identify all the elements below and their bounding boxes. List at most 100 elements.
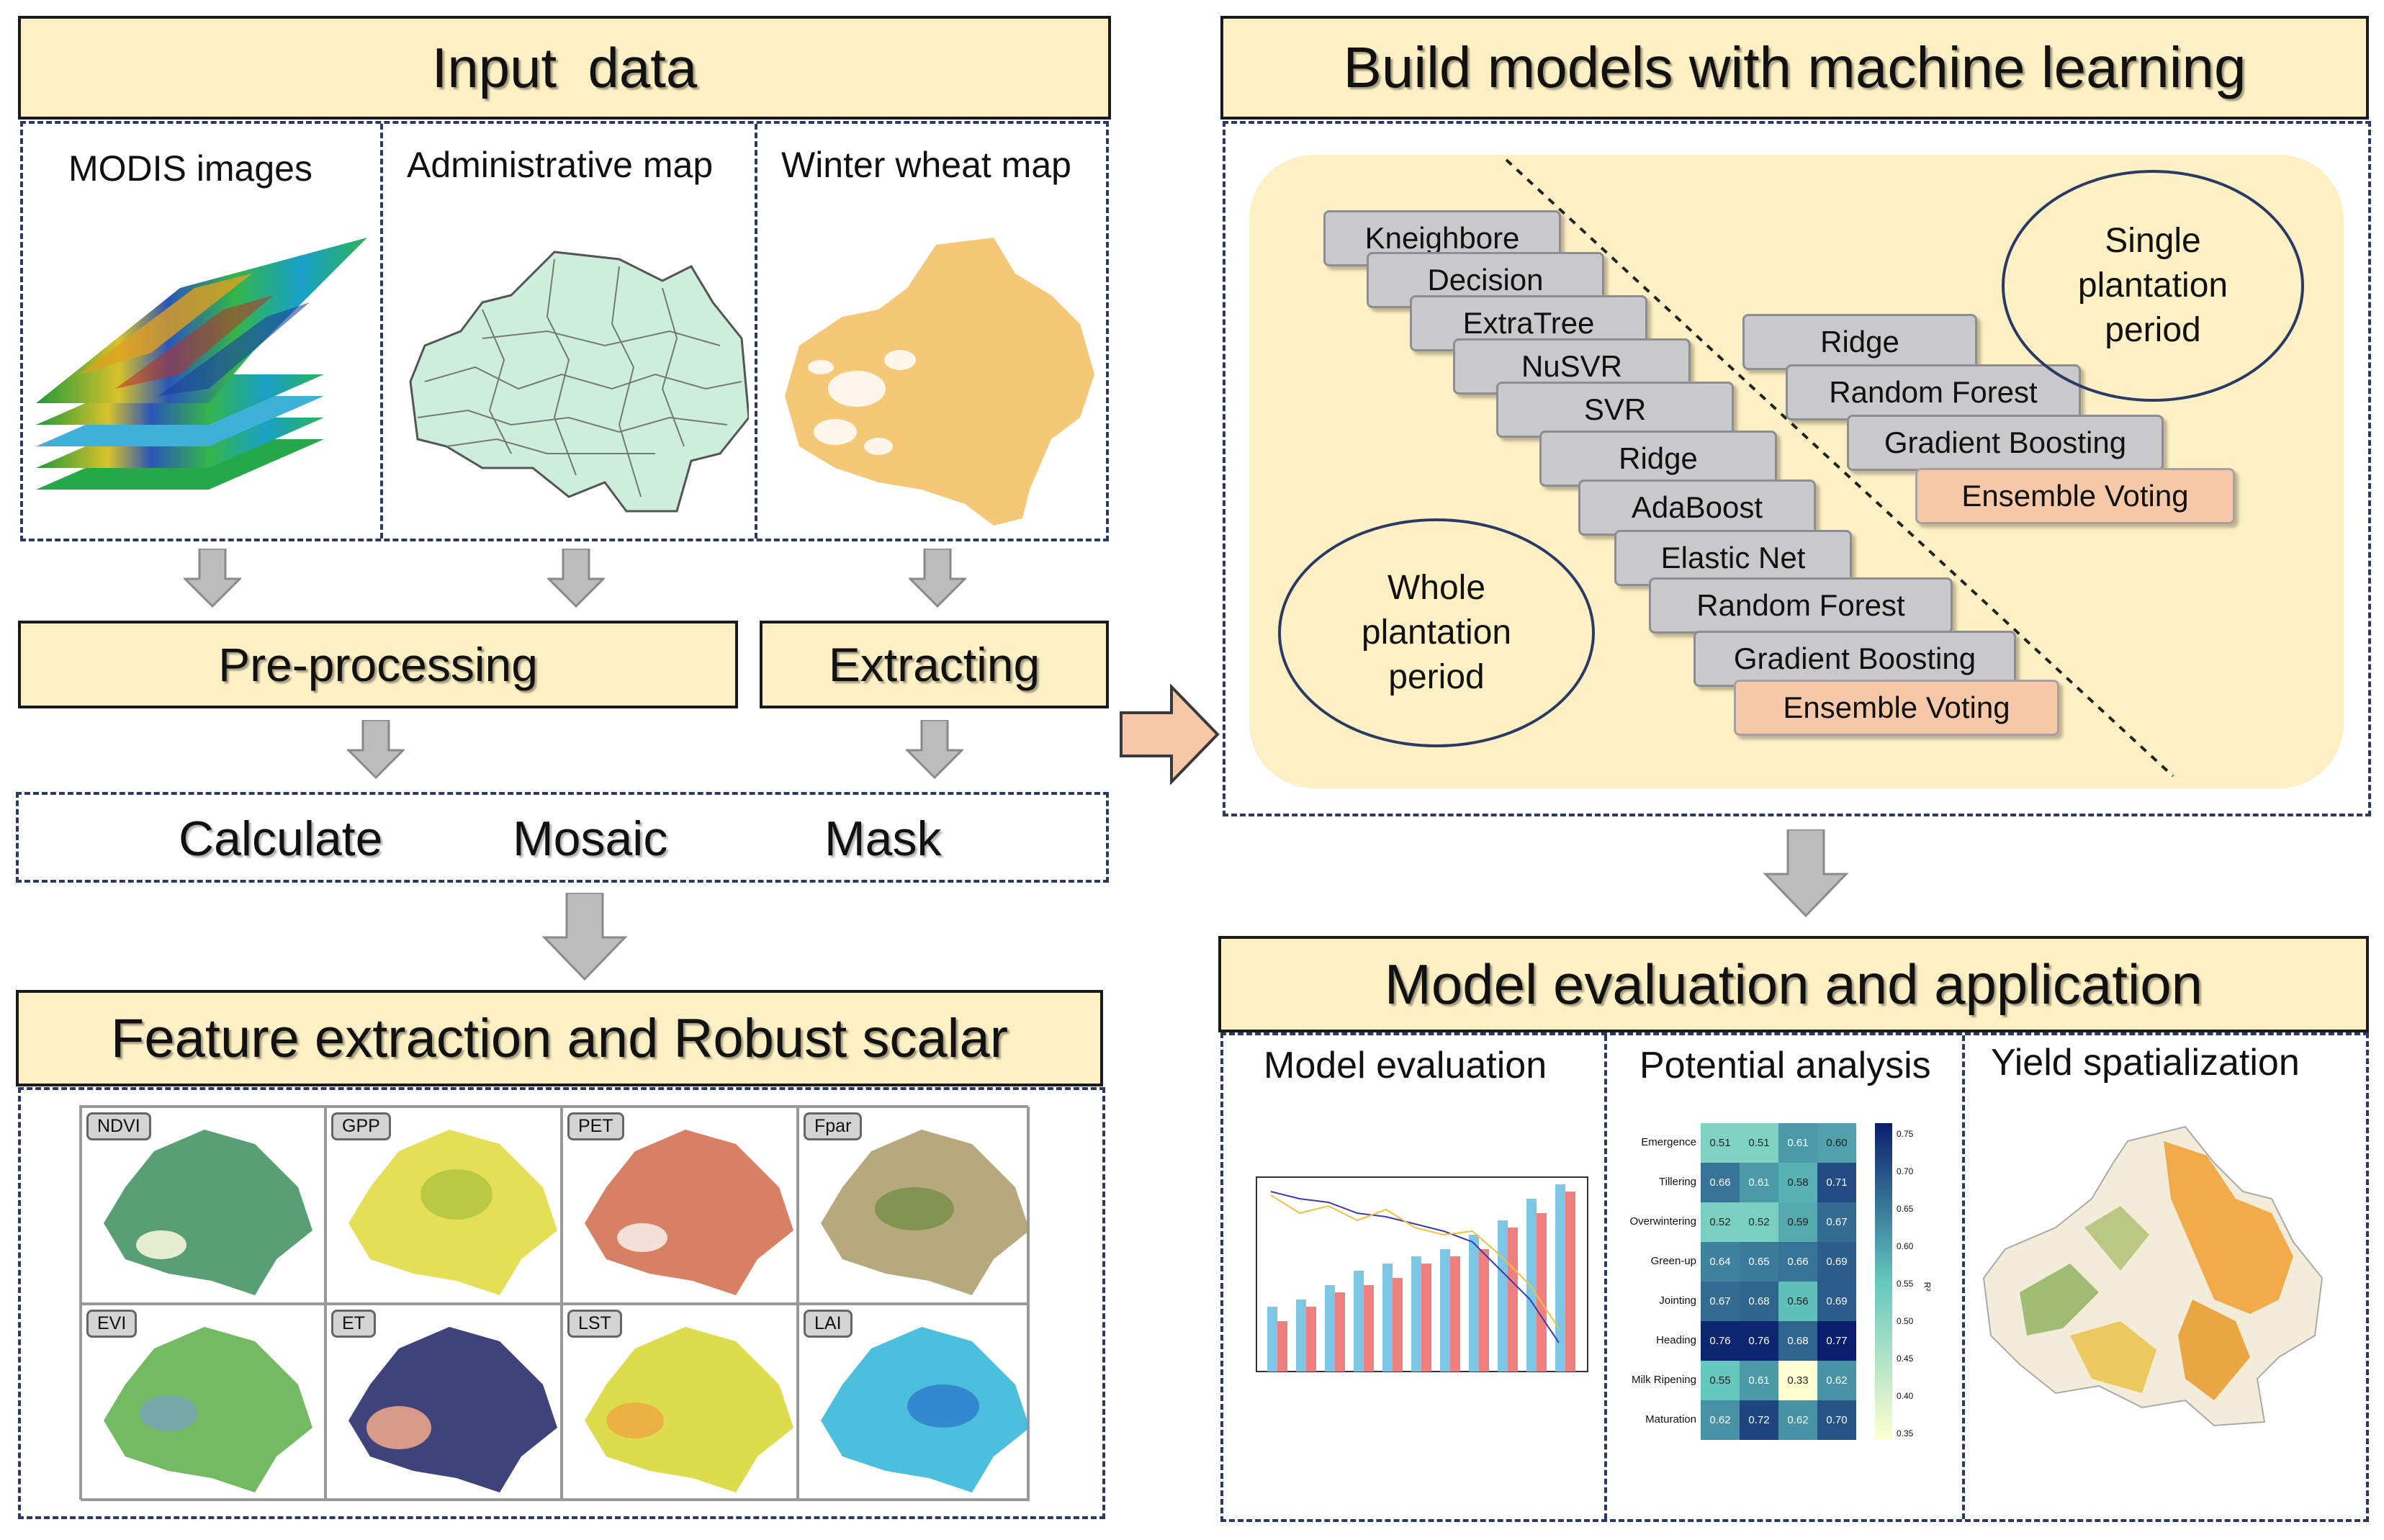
single-model-ridge: Ridge <box>1742 314 1977 370</box>
heatmap-row-label: Tillering <box>1659 1176 1696 1188</box>
evaluation-bar-line-chart <box>1256 1176 1588 1372</box>
model-ridge: Ridge <box>1539 431 1777 487</box>
heatmap-cell: 0.77 <box>1817 1321 1856 1361</box>
arrow-down-icon <box>906 720 963 779</box>
feature-tag-et: ET <box>331 1310 376 1338</box>
mosaic-label: Mosaic <box>513 811 668 866</box>
source-divider-1 <box>380 124 383 539</box>
non-wheat-area <box>808 350 916 455</box>
heatmap-row-label: Maturation <box>1645 1413 1696 1426</box>
feature-tag-lai: LAI <box>804 1310 853 1338</box>
source-divider-2 <box>755 124 757 539</box>
input-data-title: Input data <box>431 35 698 99</box>
lst-map <box>585 1327 793 1492</box>
eval-bar <box>1325 1285 1335 1372</box>
heatmap-cell: 0.72 <box>1740 1400 1778 1440</box>
eval-bar <box>1335 1292 1345 1372</box>
modis-image-stack <box>36 238 367 490</box>
heatmap-cell: 0.71 <box>1817 1163 1856 1202</box>
fpar-map <box>821 1130 1028 1295</box>
eval-divider-2 <box>1962 1035 1965 1519</box>
feature-extraction-title: Feature extraction and Robust scalar <box>110 1007 1009 1069</box>
feature-cell-ndvi: NDVI <box>81 1107 325 1304</box>
heatmap-row-label: Emergence <box>1641 1136 1696 1148</box>
extracting-label: Extracting <box>828 638 1040 691</box>
eval-bar <box>1393 1278 1403 1372</box>
arrow-down-icon <box>547 549 605 608</box>
administrative-map-label: Administrative map <box>407 145 714 185</box>
yield-spatialization-map <box>1982 1125 2324 1427</box>
lai-map <box>821 1327 1028 1492</box>
gpp-map <box>348 1130 557 1295</box>
feature-tag-fpar: Fpar <box>804 1112 863 1140</box>
feature-cell-evi: EVI <box>81 1304 325 1501</box>
heatmap-cell: 0.33 <box>1778 1361 1817 1400</box>
arrow-down-icon <box>541 893 628 981</box>
preprocessing-box: Pre-processing <box>18 621 738 708</box>
evi-map <box>104 1327 312 1492</box>
heatmap-cell: 0.76 <box>1701 1321 1740 1361</box>
heatmap-cell: 0.56 <box>1778 1282 1817 1321</box>
eval-divider-1 <box>1604 1035 1607 1519</box>
colorbar-label: R² <box>1922 1282 1933 1292</box>
model-svr: SVR <box>1496 382 1734 438</box>
eval-bar <box>1354 1271 1364 1372</box>
administrative-map <box>409 251 749 513</box>
arrow-down-icon <box>184 549 241 608</box>
heatmap-cell: 0.60 <box>1817 1123 1856 1163</box>
yield-spatialization-label: Yield spatialization <box>1991 1042 2300 1084</box>
heatmap-cell: 0.67 <box>1701 1282 1740 1321</box>
model-gradient-boosting: Gradient Boosting <box>1693 631 2016 687</box>
eval-bar <box>1267 1307 1277 1372</box>
whole-period-oval: Whole plantation period <box>1278 518 1595 747</box>
heatmap-cell: 0.64 <box>1701 1242 1740 1282</box>
feature-tag-lst: LST <box>567 1310 622 1338</box>
eval-bar <box>1306 1307 1316 1372</box>
eval-bar <box>1565 1192 1575 1372</box>
eval-bar <box>1450 1256 1460 1372</box>
arrow-right-icon <box>1120 684 1220 785</box>
heatmap-cell: 0.52 <box>1701 1202 1740 1242</box>
heatmap-cell: 0.51 <box>1701 1123 1740 1163</box>
single-model-gradient-boosting: Gradient Boosting <box>1847 415 2164 471</box>
eval-line <box>1270 1191 1560 1343</box>
eval-bar <box>1469 1235 1479 1372</box>
model-elastic-net: Elastic Net <box>1614 530 1852 586</box>
feature-tag-evi: EVI <box>86 1310 138 1338</box>
calculate-label: Calculate <box>179 811 383 866</box>
heatmap-cell: 0.61 <box>1740 1361 1778 1400</box>
preprocessing-label: Pre-processing <box>218 638 538 691</box>
county-boundaries <box>417 258 742 497</box>
eval-bar <box>1498 1220 1508 1372</box>
feature-tag-ndvi: NDVI <box>86 1112 151 1140</box>
winter-wheat-map <box>785 238 1094 526</box>
eval-bar <box>1508 1228 1518 1372</box>
modis-images-label: MODIS images <box>68 148 312 189</box>
heatmap-row-label: Overwintering <box>1629 1215 1696 1228</box>
heatmap-cell: 0.65 <box>1740 1242 1778 1282</box>
input-sources-panel <box>20 121 1109 541</box>
input-data-title-bar: Input data <box>18 16 1111 120</box>
heatmap-colorbar <box>1875 1123 1892 1440</box>
model-ensemble-voting: Ensemble Voting <box>1734 680 2059 736</box>
winter-wheat-map-label: Winter wheat map <box>781 145 1071 185</box>
heatmap-cell: 0.58 <box>1778 1163 1817 1202</box>
colorbar-tick: 0.60 <box>1897 1241 1914 1251</box>
eval-bar <box>1440 1249 1450 1372</box>
single-model-random-forest: Random Forest <box>1786 364 2081 420</box>
model-evaluation-label: Model evaluation <box>1264 1045 1547 1086</box>
feature-extraction-title-bar: Feature extraction and Robust scalar <box>16 990 1103 1086</box>
mask-label: Mask <box>824 811 942 866</box>
heatmap-cell: 0.68 <box>1740 1282 1778 1321</box>
heatmap-cell: 0.76 <box>1740 1321 1778 1361</box>
colorbar-tick: 0.70 <box>1897 1166 1914 1176</box>
arrow-down-icon <box>347 720 405 779</box>
evaluation-title: Model evaluation and application <box>1384 952 2203 1016</box>
evaluation-title-bar: Model evaluation and application <box>1218 936 2369 1032</box>
ndvi-map <box>104 1130 312 1295</box>
heatmap-row-label: Green-up <box>1650 1255 1696 1267</box>
heatmap-cell: 0.67 <box>1817 1202 1856 1242</box>
arrow-down-icon <box>909 549 966 608</box>
heatmap-cell: 0.62 <box>1701 1400 1740 1440</box>
ml-title-bar: Build models with machine learning <box>1220 16 2369 120</box>
